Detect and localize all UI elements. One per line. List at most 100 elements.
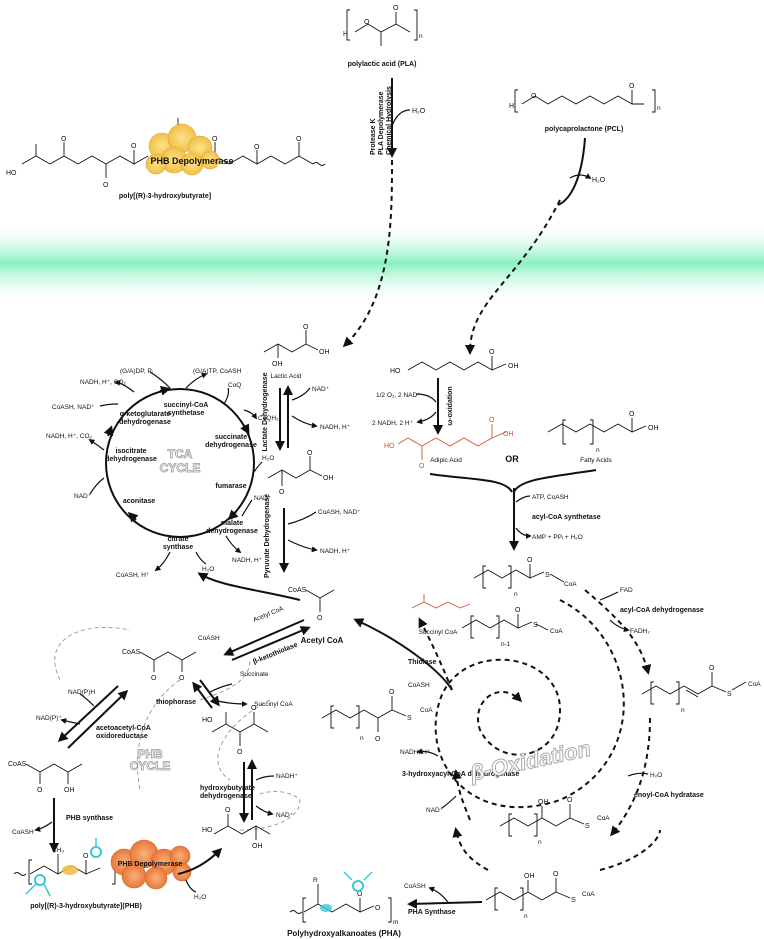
phb-nadph: NAD(P)H xyxy=(68,689,95,696)
enoyl-o: O xyxy=(709,665,715,672)
tca-enzyme-akg-2: dehydrogenase xyxy=(119,419,171,426)
enoyl-coa: CoA xyxy=(748,681,761,688)
hbot-oh: OH xyxy=(524,873,535,880)
lactate-nad: NAD⁺ xyxy=(312,386,330,393)
phb-nadp: NAD(P)⁺ xyxy=(36,715,62,722)
pyruvate-dehydrogenase-label: Pyruvate Dehydrogenase xyxy=(264,494,271,578)
aa-reductase-label-2: oxidoreductase xyxy=(96,733,148,740)
aa-reductase-label-1: acetoacetyl-CoA xyxy=(96,725,151,732)
tca-coqh2-side xyxy=(243,409,257,420)
lactate-nadh: NADH, H⁺ xyxy=(320,424,351,431)
phb-depolymerase-label: PHB Depolymerase xyxy=(150,156,233,166)
pcl-to-hexanoic-arrow xyxy=(465,199,561,355)
tca-nadh-mal: NADH, H⁺ xyxy=(232,557,263,564)
hbdh-label-1: hydroxybutyrate xyxy=(200,785,255,792)
phb-bottom-ch3: CH₃ xyxy=(52,847,64,854)
tca-nad-iso: NAD⁺ xyxy=(74,493,92,500)
pla-water-side xyxy=(391,109,411,127)
or-label: OR xyxy=(505,454,519,464)
phb-bottom-cyan-markers xyxy=(25,838,102,897)
adipic-o: O xyxy=(489,417,495,424)
tca-gtp-side xyxy=(185,372,208,389)
tca-enzyme-iso-1: isocitrate xyxy=(115,448,146,455)
aacoa-coas: CoAS xyxy=(122,649,141,656)
beta-nad-side xyxy=(441,795,457,809)
pla-enzyme-1: Protease K xyxy=(370,118,377,155)
tca-coash-akg-side xyxy=(99,403,119,407)
phb-top-o2: O xyxy=(103,182,109,189)
thiolase-coash: CoASH xyxy=(408,682,430,689)
pla-structure: H O O n xyxy=(343,5,423,46)
lactate-nad-side xyxy=(291,387,311,401)
acetyl-coa-structure: CoAS O xyxy=(288,587,335,622)
phb-top-o1: O xyxy=(61,136,67,143)
pla-enzyme-2: PLA Depolymerase xyxy=(378,91,385,155)
pha-r: R xyxy=(313,877,318,884)
aa-o1: O xyxy=(237,749,243,756)
phb-top-ho: HO xyxy=(6,170,17,177)
hmid-o: O xyxy=(567,797,573,804)
pyruvate-o2: O xyxy=(279,489,285,496)
tca-enzyme-citrate-2: synthase xyxy=(163,544,193,551)
acyl-n: n xyxy=(514,591,518,598)
shortened-acyl-coa-structure: n-1 O S CoA xyxy=(461,607,563,648)
pcl-structure: H O O n xyxy=(509,83,661,113)
phb-acetyl-coa: Acetyl CoA xyxy=(252,605,285,624)
phb-top-o6: O xyxy=(296,136,302,143)
tca-coash-akg: CoASH, NAD⁺ xyxy=(52,404,95,411)
thiophorase-label: thiophorase xyxy=(156,699,196,706)
thiolase-to-acetyl-arrow xyxy=(353,618,453,691)
pha-m: m xyxy=(393,919,398,926)
tca-enzyme-succ-syn-1: succinyl-CoA xyxy=(164,402,209,409)
tca-arrow-2 xyxy=(127,511,139,523)
aa-ho: HO xyxy=(202,717,213,724)
hmid-coa: CoA xyxy=(597,815,610,822)
fatty-acid-structure: n O OH xyxy=(547,411,659,454)
acyl-synthetase-label: acyl-CoA synthetase xyxy=(532,514,601,521)
keto-o2: O xyxy=(389,689,395,696)
phb-title-2: CYCLE xyxy=(130,759,171,773)
pyruvate-nadh: NADH, H⁺ xyxy=(320,548,351,555)
phb-coash: CoASH xyxy=(198,635,220,642)
beta-step2-arrow xyxy=(610,717,651,837)
pyruvate-o: O xyxy=(307,450,313,457)
phb-succinate: Succinate xyxy=(240,671,269,678)
phb-title-1: PHB xyxy=(137,747,163,761)
pyruvate-coash: CoASH, NAD⁺ xyxy=(318,509,361,516)
pyruvate-nadh-side xyxy=(287,539,318,553)
tca-circle xyxy=(105,388,255,538)
acetyl-o: O xyxy=(317,615,323,622)
lactic-acid-structure: O OH OH xyxy=(263,324,330,368)
tca-nadh-mal-side xyxy=(225,535,242,554)
pla-h: H xyxy=(343,31,348,38)
enoyl-coa-structure: n O S CoA xyxy=(641,665,761,714)
hb-oh: OH xyxy=(252,843,263,850)
thiophorase-reverse xyxy=(192,681,213,709)
hbdh-label-2: dehydrogenase xyxy=(200,793,252,800)
pla-label: polylactic acid (PLA) xyxy=(348,61,417,68)
adipic-merge-arrow xyxy=(429,473,513,493)
pla-water: H₂O xyxy=(412,108,426,115)
pcl-h: H xyxy=(509,103,514,110)
adipic-oh: OH xyxy=(503,431,514,438)
adipic-acid-structure: OH O HO O xyxy=(384,417,514,470)
fatty-n: n xyxy=(596,447,600,454)
short-coa: CoA xyxy=(550,628,563,635)
tca-nad-mal-side xyxy=(241,499,253,517)
acyl-coa: CoA xyxy=(564,581,577,588)
cell-membrane xyxy=(0,222,764,304)
acyl-dh-label: acyl-CoA dehydrogenase xyxy=(620,607,704,614)
phb-top-label: poly[(R)-3-hydroxybutyrate] xyxy=(119,193,211,200)
omega-oxidation-label: ω-oxidation xyxy=(447,386,454,425)
tca-enzyme-succ-dh-2: dehydrogenase xyxy=(205,442,257,449)
acetoacetyl-coa-structure: CoAS O O xyxy=(122,649,197,682)
tca-nadh-akg-side xyxy=(114,380,135,393)
thiophorase-succinate-side xyxy=(209,683,233,693)
tca-enzyme-malate-2: dehydrogenase xyxy=(206,528,258,535)
pha-o: O xyxy=(357,891,363,898)
pyruvate-oh: OH xyxy=(323,475,334,482)
hmid-oh: OH xyxy=(538,799,549,806)
lactic-o: O xyxy=(303,324,309,331)
acetyl-to-tca-arrow xyxy=(197,572,301,601)
